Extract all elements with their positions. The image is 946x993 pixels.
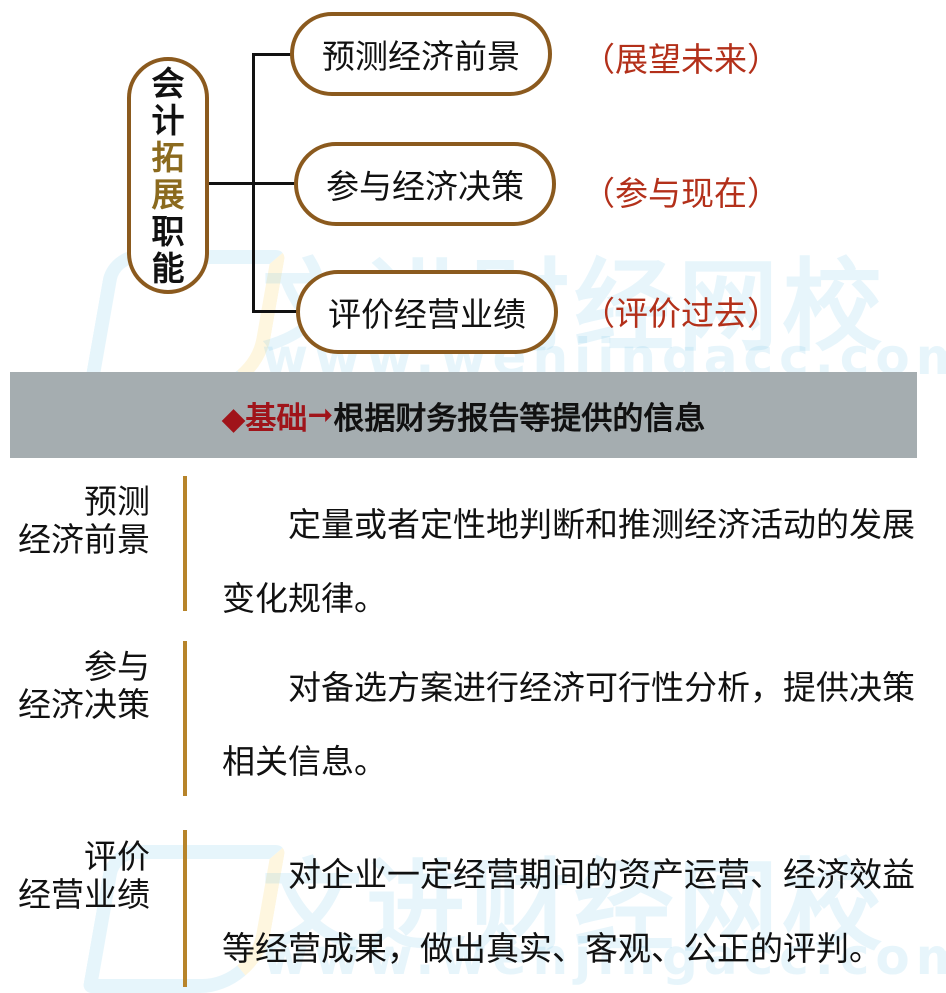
root-char: 会 (151, 63, 185, 103)
definition-description: 对企业一定经营期间的资产运营、经济效益等经营成果，做出真实、客观、公正的评判。 (222, 855, 915, 968)
arrow-icon: ➞ (307, 397, 334, 433)
basis-banner: ◆基础➞根据财务报告等提供的信息 (10, 372, 917, 458)
watermark-url-lower: www.wenjingacc.com (262, 928, 946, 986)
function-node: 预测经济前景 (290, 12, 552, 96)
term-line: 经营业绩 (18, 875, 150, 914)
watermark-text-lower: 文进财经网校 (262, 848, 886, 965)
root-char: 能 (151, 248, 185, 288)
connector-branch (252, 310, 298, 313)
term-line: 经济前景 (18, 520, 150, 559)
definition-term: 参与 经济决策 (0, 648, 160, 724)
root-node: 会 计 拓 展 职 能 (127, 57, 209, 294)
function-note: （展望未来） (582, 40, 780, 79)
definition-divider (183, 641, 187, 796)
definition-description: 对备选方案进行经济可行性分析，提供决策相关信息。 (222, 668, 915, 781)
root-char: 职 (151, 211, 185, 251)
connector-branch (252, 182, 296, 185)
term-line: 经济决策 (18, 685, 150, 724)
definition-term: 评价 经营业绩 (0, 838, 160, 914)
definition-term: 预测 经济前景 (0, 483, 160, 559)
function-node: 参与经济决策 (294, 142, 556, 226)
connector-stem (209, 182, 254, 185)
root-char-highlight: 展 (151, 174, 185, 214)
definition-divider (183, 830, 187, 987)
definition-divider (183, 476, 187, 611)
term-line: 参与 (84, 647, 150, 686)
root-char-highlight: 拓 (151, 137, 185, 177)
function-note: （参与现在） (582, 174, 780, 213)
function-node: 评价经营业绩 (296, 270, 558, 354)
function-note: （评价过去） (582, 294, 780, 333)
basis-text: 根据财务报告等提供的信息 (333, 400, 706, 437)
basis-marker: ◆基础 (221, 400, 308, 437)
term-line: 评价 (84, 837, 150, 876)
root-char: 计 (151, 100, 185, 140)
connector-branch (252, 53, 292, 56)
term-line: 预测 (84, 482, 150, 521)
definition-description: 定量或者定性地判断和推测经济活动的发展变化规律。 (222, 505, 915, 618)
